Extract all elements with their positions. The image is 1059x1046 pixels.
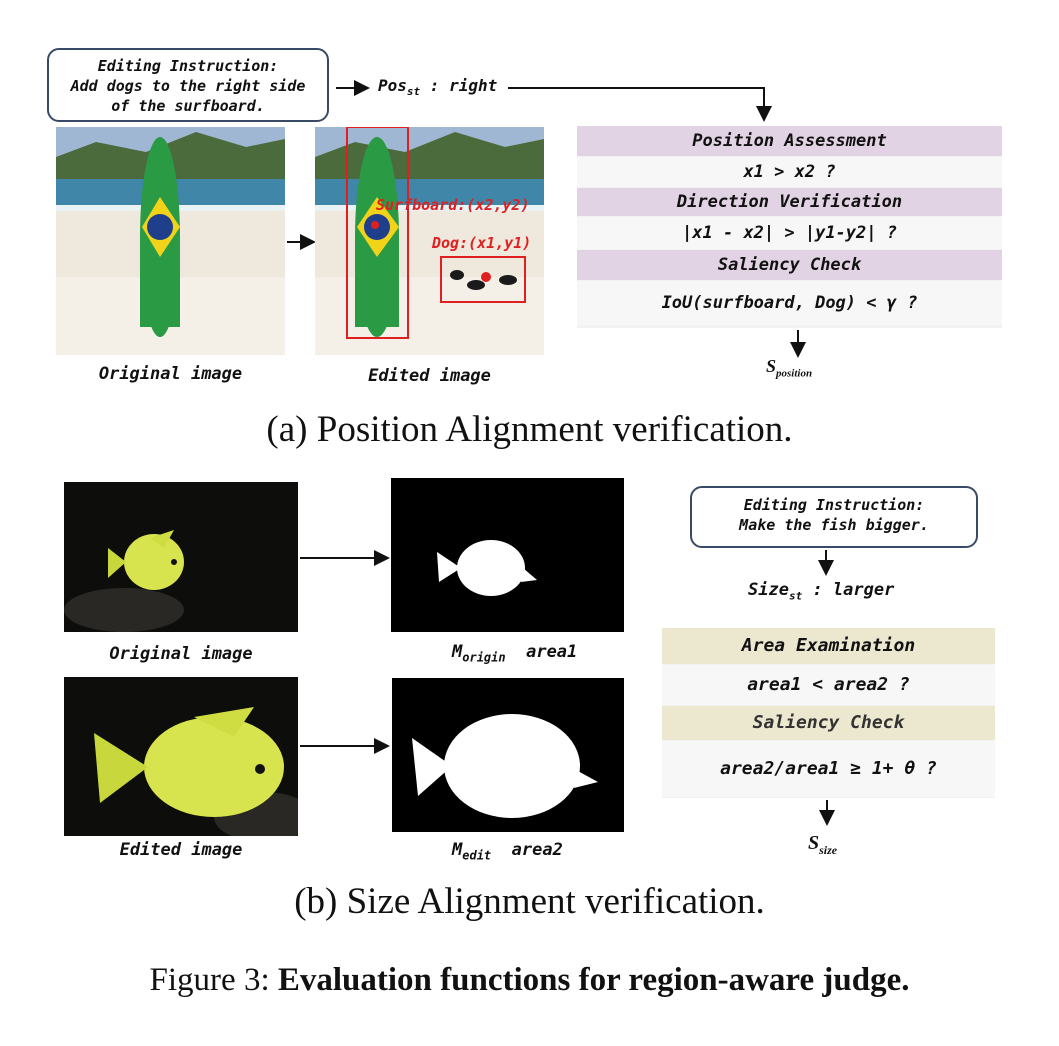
arrow-pos-to-panel — [508, 87, 772, 122]
original-fish-image — [64, 482, 298, 632]
original-fish-mask — [391, 478, 624, 632]
position-statement: Posst : right — [378, 76, 498, 99]
check-header: Direction Verification — [577, 188, 1002, 216]
instruction-line: of the surfboard. — [111, 97, 265, 115]
edited-fish-image — [64, 677, 298, 836]
mask-origin-caption: Morigin area1 — [452, 642, 578, 665]
size-check-panel: Area Examination area1 < area2 ? Salienc… — [662, 628, 995, 798]
instruction-line: Make the fish bigger. — [739, 516, 929, 534]
check-condition: area1 < area2 ? — [662, 665, 995, 705]
instruction-line: Add dogs to the right side — [70, 77, 306, 95]
subcaption-b: (b) Size Alignment verification. — [294, 881, 765, 922]
arrows-part-a — [287, 80, 806, 358]
original-image-caption-b: Original image — [109, 644, 253, 664]
instruction-line: Editing Instruction: — [743, 496, 925, 514]
figure-caption-prefix: Figure 3: — [149, 962, 278, 998]
check-condition: IoU(surfboard, Dog) < γ ? — [577, 281, 1002, 325]
position-score: Sposition — [766, 356, 813, 380]
figure-caption: Figure 3: Evaluation functions for regio… — [0, 962, 1059, 999]
check-condition: |x1 - x2| > |y1-y2| ? — [577, 217, 1002, 249]
size-statement: Sizest : larger — [748, 580, 895, 603]
size-score: Ssize — [808, 832, 838, 857]
check-header: Saliency Check — [577, 250, 1002, 280]
mask-edit-caption: Medit area2 — [452, 840, 563, 863]
dog-coord-label: Dog:(x1,y1) — [432, 234, 532, 252]
figure-caption-title: Evaluation functions for region-aware ju… — [277, 962, 910, 998]
check-header: Saliency Check — [662, 706, 995, 740]
edited-beach-image — [315, 127, 544, 355]
editing-instruction-box-a: Editing Instruction: Add dogs to the rig… — [47, 48, 329, 122]
original-beach-image — [56, 127, 285, 355]
surfboard-bbox — [346, 127, 409, 339]
editing-instruction-box-b: Editing Instruction: Make the fish bigge… — [690, 486, 978, 548]
position-check-panel: Position Assessment x1 > x2 ? Direction … — [577, 126, 1002, 328]
subcaption-a: (a) Position Alignment verification. — [266, 409, 793, 450]
arrows-part-b — [300, 550, 835, 826]
check-header: Area Examination — [662, 628, 995, 664]
original-image-caption-a: Original image — [98, 364, 243, 384]
check-condition: area2/area1 ≥ 1+ θ ? — [662, 741, 995, 797]
instruction-line: Editing Instruction: — [97, 57, 279, 75]
edited-image-caption-a: Edited image — [368, 366, 491, 386]
edited-image-caption-b: Edited image — [119, 840, 243, 860]
edited-fish-mask — [392, 678, 624, 832]
surfboard-coord-label: Surfboard:(x2,y2) — [376, 196, 530, 214]
check-header: Position Assessment — [577, 126, 1002, 156]
check-condition: x1 > x2 ? — [577, 157, 1002, 187]
dog-bbox — [440, 256, 526, 303]
